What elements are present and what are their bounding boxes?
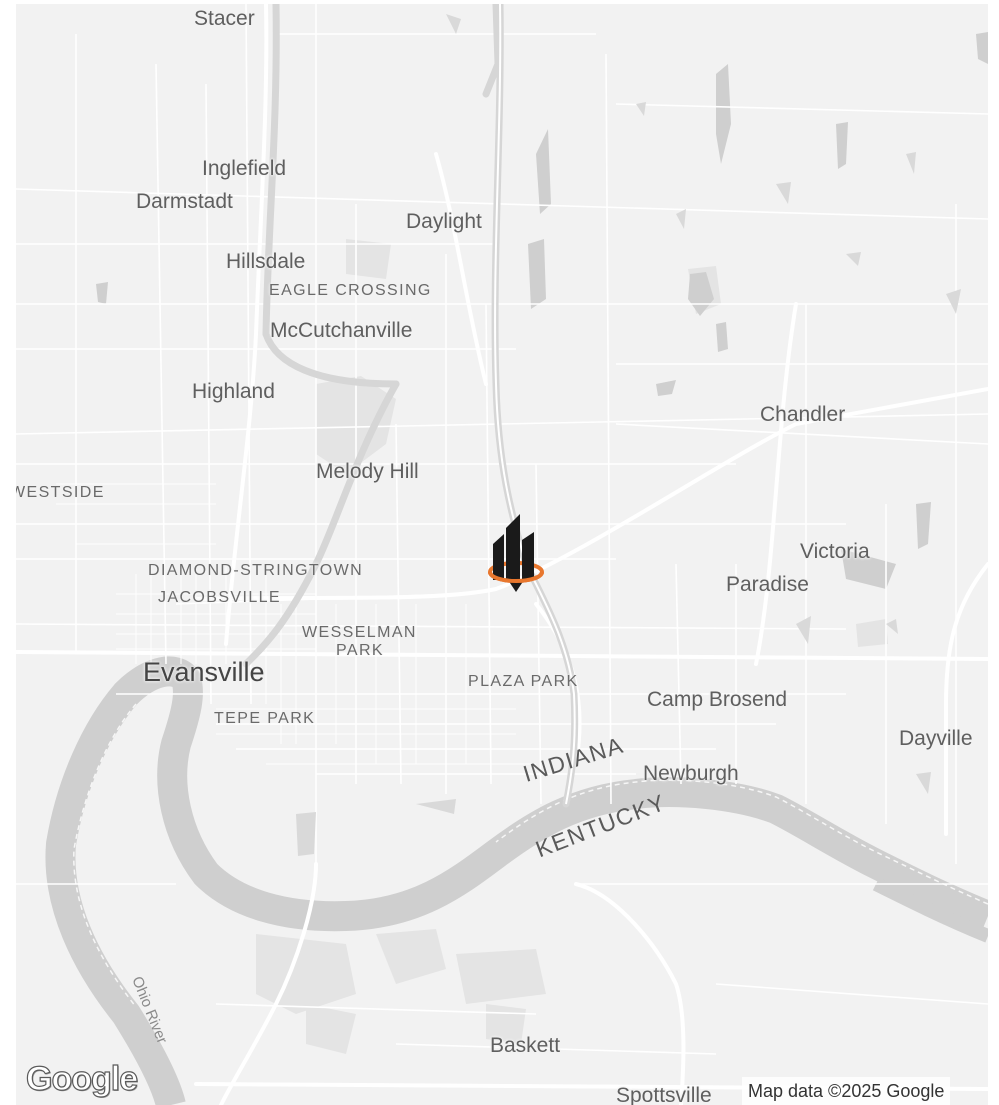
map-base-layer [16,4,988,1105]
place-label-darmstadt: Darmstadt [136,190,233,213]
map-canvas[interactable]: Stacer Inglefield Darmstadt Daylight Hil… [16,4,988,1105]
place-label-dayville: Dayville [899,727,973,750]
water-bodies [96,32,988,589]
highway-centerlines [494,4,576,805]
ohio-river [45,656,988,1105]
neighborhood-label-wesselman-park: PARK [336,642,384,659]
place-label-chandler: Chandler [760,403,846,426]
place-label-spottsville: Spottsville [616,1084,712,1105]
location-marker[interactable] [480,514,552,602]
building-location-icon [488,514,544,592]
city-grid [56,483,536,765]
scattered-features [296,14,961,856]
place-label-hillsdale: Hillsdale [226,250,306,273]
state-boundary [495,779,988,905]
place-label-victoria: Victoria [800,540,870,563]
map-attribution[interactable]: Map data ©2025 Google [742,1077,951,1105]
place-label-baskett: Baskett [490,1034,561,1057]
place-label-daylight: Daylight [406,210,482,233]
place-label-paradise: Paradise [726,573,809,596]
neighborhood-label-wesselman: WESSELMAN [302,624,417,641]
neighborhood-label-westside: WESTSIDE [16,484,105,501]
neighborhood-label-eagle-crossing: EAGLE CROSSING [269,282,432,299]
google-logo[interactable]: Google [25,1059,138,1098]
place-label-stacer: Stacer [194,7,255,30]
neighborhood-label-plaza-park: PLAZA PARK [468,673,579,690]
neighborhood-label-tepe-park: TEPE PARK [214,710,316,727]
place-label-mccutchanville: McCutchanville [270,319,413,342]
neighborhood-label-jacobsville: JACOBSVILLE [158,589,282,606]
city-label-evansville: Evansville [143,657,265,687]
neighborhood-label-diamond-stringtown: DIAMOND-STRINGTOWN [148,562,364,579]
place-label-highland: Highland [192,380,275,403]
place-label-inglefield: Inglefield [202,157,287,180]
place-label-melody-hill: Melody Hill [316,460,419,483]
place-label-newburgh: Newburgh [643,762,739,785]
place-label-camp-brosend: Camp Brosend [647,688,788,711]
